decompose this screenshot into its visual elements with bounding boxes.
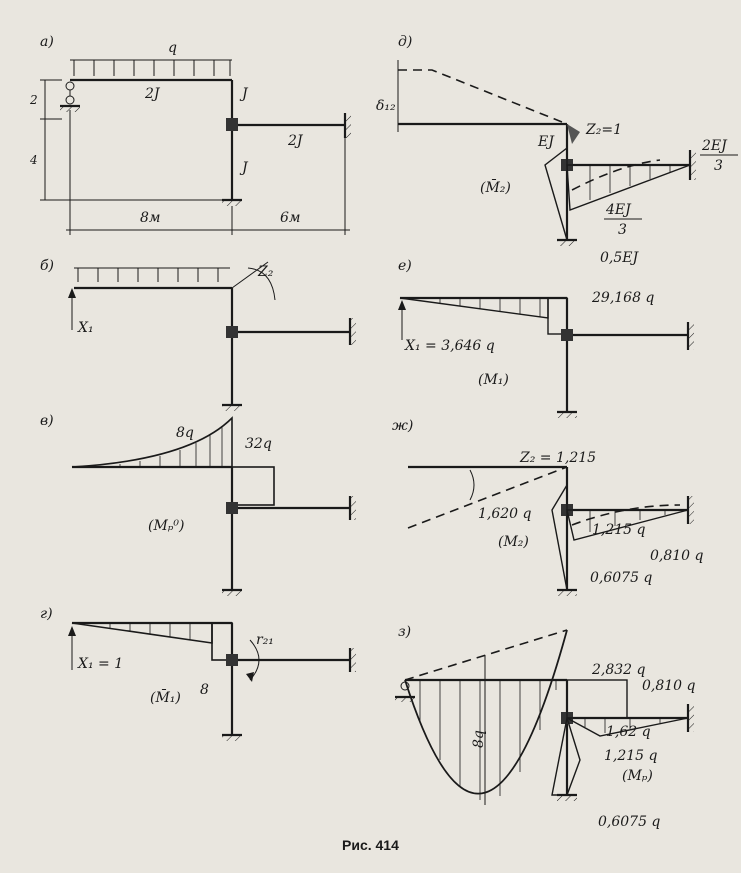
panel-b-tag: б) bbox=[40, 258, 54, 274]
panel-v-val-mid: 8q bbox=[176, 425, 194, 441]
panel-a-stiffness-col-upper: J bbox=[239, 86, 249, 102]
panel-zh-fixed-support-right bbox=[686, 496, 694, 524]
panel-z-v4: 1,62 q bbox=[606, 724, 651, 740]
panel-z-pin-support bbox=[395, 681, 415, 702]
panel-e-moment-m1: е) X₁ = 3,646 q 29,168 q (M₁) bbox=[398, 258, 694, 418]
panel-d-tag: д) bbox=[398, 34, 412, 50]
panel-a-rigid-node bbox=[226, 118, 238, 131]
panel-b-reaction-label: X₁ bbox=[77, 320, 94, 336]
panel-g-tag: г) bbox=[40, 606, 53, 622]
panel-zh-v4: 0,6075 q bbox=[590, 570, 652, 586]
panel-d-rotation-label: Z₂=1 bbox=[585, 122, 622, 138]
panel-d-ej23-den: 3 bbox=[714, 158, 723, 174]
panel-z-final-moment-diagram: з) 8q 2,832 q 0,810 q 1,62 q 1,215 q bbox=[395, 624, 696, 830]
panel-a-dim-height-bottom: 4 bbox=[29, 153, 38, 167]
panel-z-fixed-support-bottom bbox=[557, 793, 577, 801]
panel-zh-moment-m2: ж) Z₂ = 1,215 1,620 q 1,215 q 0,810 q 0,… bbox=[392, 418, 704, 596]
panel-zh-v3: 0,810 q bbox=[650, 548, 704, 564]
panel-d-delta-label: δ₁₂ bbox=[376, 98, 396, 114]
panel-d-ej05-label: 0,5EJ bbox=[600, 250, 639, 266]
panel-zh-v1: 1,620 q bbox=[478, 506, 532, 522]
panel-a-frame-scheme: а) q bbox=[29, 34, 351, 235]
panel-e-reaction-label: X₁ = 3,646 q bbox=[404, 338, 495, 354]
panel-zh-rotation-label: Z₂ = 1,215 bbox=[519, 450, 596, 466]
panel-e-diagram-label: (M₁) bbox=[478, 372, 509, 388]
panel-g-triangle bbox=[71, 622, 213, 644]
panel-z-diagram-label: (Mₚ) bbox=[622, 768, 653, 784]
panel-a-pin-support bbox=[60, 81, 80, 112]
panel-g-unit-diagram: г) X₁ = 1 8 r₂₁ (M̄₁) bbox=[40, 606, 356, 741]
panel-e-fixed-support-bottom bbox=[557, 410, 577, 418]
panel-z-fixed-support-right bbox=[686, 704, 694, 732]
panel-g-diagram-label: (M̄₁) bbox=[150, 688, 181, 706]
panel-g-reaction-label: X₁ = 1 bbox=[77, 656, 123, 672]
panel-d-fixed-support-right bbox=[688, 150, 696, 180]
panel-a-dim-height-top: 2 bbox=[29, 93, 38, 107]
panel-z-hatching bbox=[419, 680, 557, 800]
panel-d-ej23-label: 2EJ bbox=[701, 138, 728, 154]
panel-g-fixed-support-right bbox=[348, 648, 356, 672]
panel-b-distributed-load bbox=[77, 268, 219, 282]
figure-caption: Рис. 414 bbox=[342, 837, 399, 853]
panel-z-closing-line bbox=[404, 629, 568, 681]
panel-zh-diagram-label: (M₂) bbox=[498, 534, 529, 550]
panel-zh-tag: ж) bbox=[392, 418, 413, 434]
panel-a-dimension-lines bbox=[40, 79, 350, 235]
panel-b-rotation-label: Z₂ bbox=[257, 264, 274, 280]
panel-z-v3: 8q bbox=[471, 730, 487, 748]
panel-d-ej43-den: 3 bbox=[618, 222, 627, 238]
panel-b-fixed-support-bottom bbox=[222, 403, 242, 411]
panel-g-reactive-label: r₂₁ bbox=[256, 632, 274, 648]
panel-d-fixed-support-bottom bbox=[557, 238, 577, 246]
panel-v-parabola bbox=[71, 416, 233, 468]
panel-z-tag: з) bbox=[398, 624, 411, 640]
panel-b-node-lock bbox=[226, 326, 238, 338]
panel-a-load-label: q bbox=[168, 40, 177, 56]
panel-a-stiffness-beam: 2J bbox=[144, 86, 161, 102]
panel-d-deflected-beam bbox=[398, 69, 568, 125]
panel-d-beam-moment bbox=[566, 164, 691, 211]
panel-z-v1: 2,832 q bbox=[591, 662, 646, 678]
panel-b-rotation-arrow bbox=[247, 267, 276, 301]
panel-e-tag: е) bbox=[398, 258, 412, 274]
panel-d-unit-rotation-diagram: д) δ₁₂ Z₂=1 EJ 4EJ 3 2EJ 3 0,5EJ (M̄₂) bbox=[376, 34, 738, 266]
panel-a-dim-span-left: 8м bbox=[140, 210, 161, 226]
panel-z-v6: 0,6075 q bbox=[598, 814, 660, 830]
panel-v-load-moment-diagram: в) 8q 32q (Mₚ⁰) bbox=[40, 413, 356, 596]
panel-z-parabola bbox=[404, 629, 568, 795]
panel-v-fixed-support-right bbox=[348, 496, 356, 520]
panel-e-fixed-support-right bbox=[686, 322, 694, 350]
panel-b-basic-system: б) X₁ Z₂ bbox=[40, 258, 356, 411]
panel-zh-v2: 1,215 q bbox=[592, 522, 646, 538]
panel-v-val-end: 32q bbox=[245, 436, 272, 452]
panel-v-tag: в) bbox=[40, 413, 54, 429]
panel-e-val: 29,168 q bbox=[591, 290, 654, 306]
panel-a-fixed-support-right bbox=[343, 113, 351, 138]
panel-a-stiffness-col-lower: J bbox=[239, 160, 249, 176]
panel-d-diagram-label: (M̄₂) bbox=[480, 178, 511, 196]
panel-a-distributed-load bbox=[70, 59, 232, 76]
panel-g-fixed-support-bottom bbox=[222, 733, 242, 741]
panel-zh-fixed-support-bottom bbox=[557, 588, 577, 596]
panel-a-tag: а) bbox=[40, 34, 54, 50]
panel-b-fixed-support-right bbox=[348, 318, 356, 345]
panel-v-fixed-support-bottom bbox=[222, 588, 242, 596]
panel-a-fixed-support-bottom bbox=[222, 198, 242, 206]
panel-z-v5: 1,215 q bbox=[604, 748, 658, 764]
panel-a-dim-span-right: 6м bbox=[280, 210, 301, 226]
panel-v-column-moment bbox=[231, 466, 275, 506]
panel-d-ej43-label: 4EJ bbox=[605, 202, 632, 218]
panel-a-stiffness-right: 2J bbox=[287, 133, 304, 149]
panel-d-ej-label: EJ bbox=[537, 134, 555, 150]
panel-v-diagram-label: (Mₚ⁰) bbox=[148, 518, 184, 534]
panel-zh-deflection-line bbox=[407, 466, 568, 529]
panel-g-val: 8 bbox=[200, 682, 209, 698]
panel-v-hatching bbox=[119, 426, 223, 467]
panel-z-v2: 0,810 q bbox=[642, 678, 696, 694]
panel-d-column-moment bbox=[544, 146, 568, 241]
